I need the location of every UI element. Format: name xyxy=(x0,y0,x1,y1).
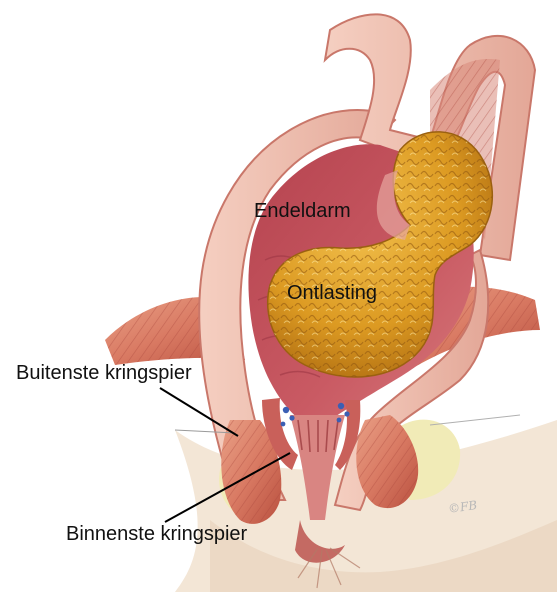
label-endeldarm: Endeldarm xyxy=(254,201,351,221)
label-binnenste-kringspier: Binnenste kringspier xyxy=(66,524,247,544)
label-buitenste-kringspier: Buitenste kringspier xyxy=(16,363,192,383)
label-ontlasting: Ontlasting xyxy=(287,283,377,303)
fascia-line-right xyxy=(430,415,520,425)
